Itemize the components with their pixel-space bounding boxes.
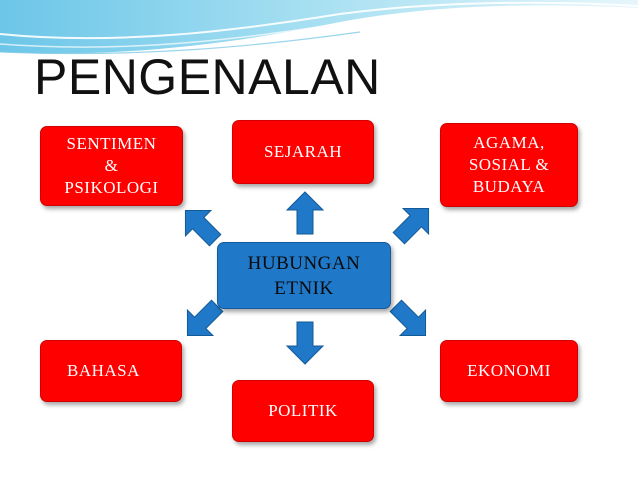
arrow-to-sentimen (184, 209, 222, 247)
header-wave-decoration (0, 0, 638, 55)
arrow-to-agama (392, 207, 430, 245)
slide-title: PENGENALAN (34, 49, 381, 105)
node-ekonomi: EKONOMI (440, 340, 578, 402)
node-bahasa: BAHASA (40, 340, 182, 402)
node-sentimen-psikologi: SENTIMEN & PSIKOLOGI (40, 126, 183, 206)
arrow-to-sejarah (285, 191, 325, 235)
node-politik: POLITIK (232, 380, 374, 442)
node-hubungan-etnik: HUBUNGAN ETNIK (217, 242, 391, 309)
node-sejarah: SEJARAH (232, 120, 374, 184)
arrow-to-ekonomi (389, 299, 427, 337)
arrow-to-politik (285, 321, 325, 365)
node-agama-sosial-budaya: AGAMA, SOSIAL & BUDAYA (440, 123, 578, 207)
arrow-to-bahasa (186, 299, 224, 337)
